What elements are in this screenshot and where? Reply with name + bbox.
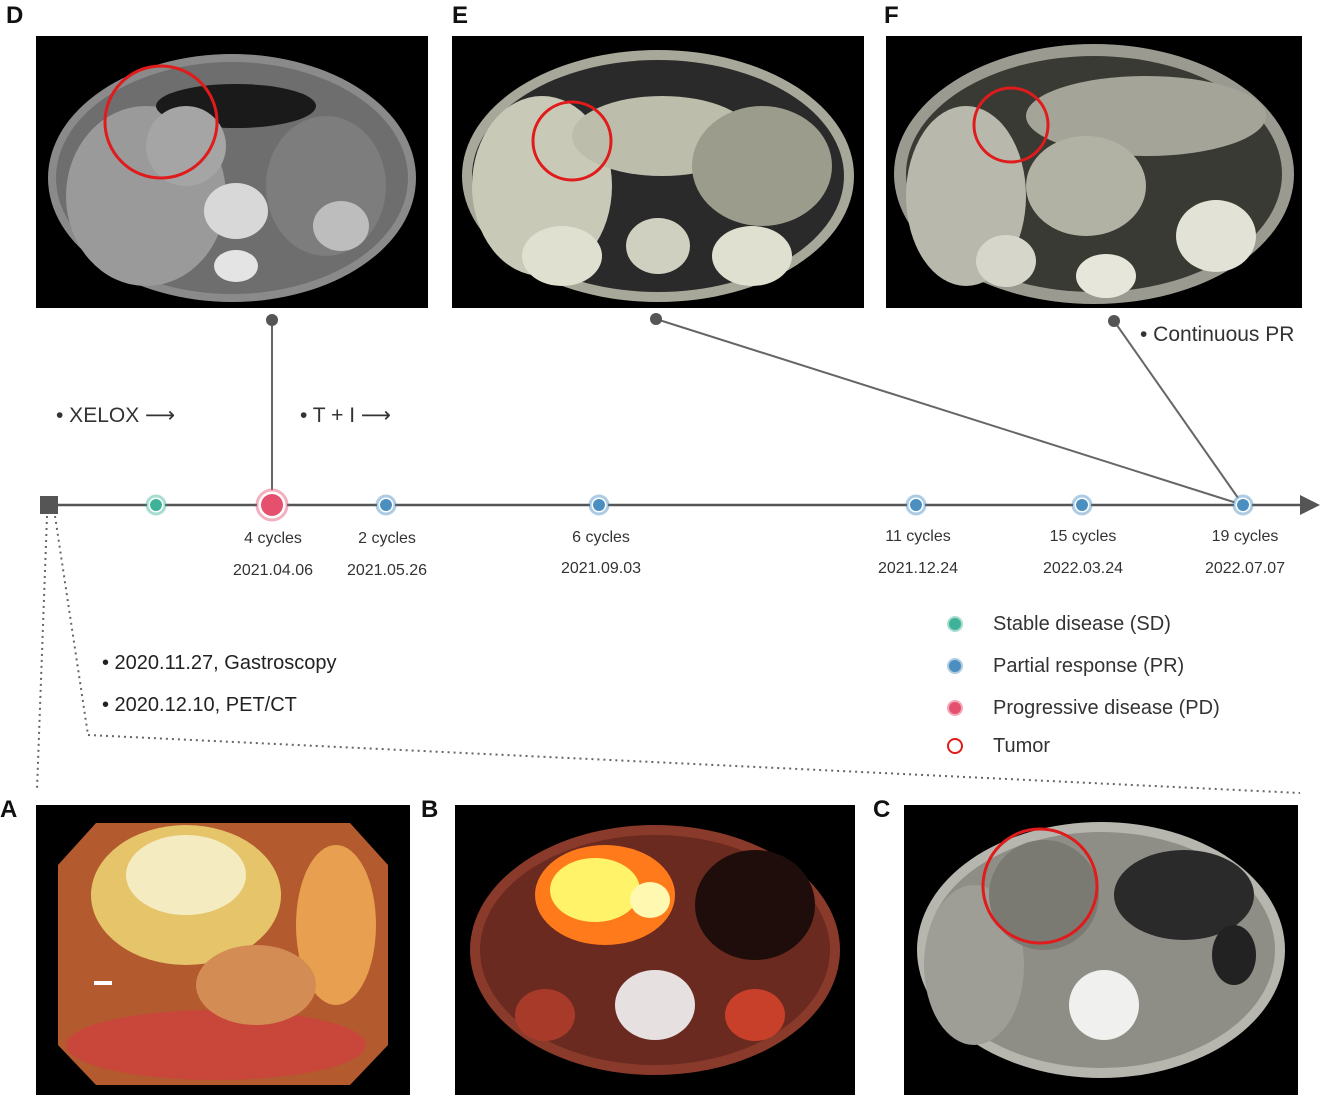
panel-letter-b: B <box>421 796 439 823</box>
timeline-marker-halo <box>255 488 289 522</box>
panel-letter-c: C <box>873 796 891 823</box>
timeline-date-label: 2021.04.06 <box>232 562 314 579</box>
ct-scan-panel-d <box>36 36 428 308</box>
panel-letter-a: A <box>0 796 18 823</box>
xelox-therapy-label: • XELOX ⟶ <box>56 404 176 427</box>
gastroscopy-panel-a <box>36 805 410 1095</box>
timeline-arrowhead-icon <box>1300 495 1320 515</box>
timeline-cycles-label: 11 cycles <box>885 528 951 545</box>
baseline-event-petct: • 2020.12.10, PET/CT <box>102 694 297 716</box>
timeline-cycles-label: 6 cycles <box>572 529 630 546</box>
timeline-marker-halo <box>145 494 167 516</box>
timeline-date-label: 2021.09.03 <box>560 560 642 577</box>
timeline-cycles-label: 15 cycles <box>1049 528 1117 545</box>
panel-letter-d: D <box>6 2 24 29</box>
ti-therapy-label: • T + I ⟶ <box>300 404 391 427</box>
timeline-marker-halo <box>1232 494 1254 516</box>
timeline-marker-pr <box>910 499 922 511</box>
timeline-marker-halo <box>588 494 610 516</box>
legend-item-pd: Progressive disease (PD) <box>947 693 1220 723</box>
timeline-marker-pr <box>593 499 605 511</box>
connector-f-dot <box>1108 315 1120 327</box>
timeline-date-label: 2022.03.24 <box>1042 560 1124 577</box>
timeline-cycles-label: 2 cycles <box>358 530 416 547</box>
legend-item-tumor: Tumor <box>947 731 1050 761</box>
pet-ct-panel-b <box>455 805 855 1095</box>
ct-scan-panel-e <box>452 36 864 308</box>
timeline-date-label: 2021.12.24 <box>877 560 959 577</box>
connector-f <box>1113 320 1244 506</box>
timeline-marker-pd <box>261 494 283 516</box>
legend-label-pr: Partial response (PR) <box>993 654 1185 677</box>
timeline-status-dots <box>145 488 1254 522</box>
ct-scan-panel-f <box>886 36 1302 308</box>
continuous-pr-label: • Continuous PR <box>1140 323 1295 346</box>
connector-e-dot <box>650 313 662 325</box>
timeline-marker-halo <box>375 494 397 516</box>
ct-scan-panel-c <box>904 805 1298 1095</box>
timeline-start-marker <box>40 496 58 514</box>
timeline-marker-halo <box>905 494 927 516</box>
legend-dot-sd <box>947 616 963 632</box>
legend-item-sd: Stable disease (SD) <box>947 609 1171 639</box>
zoom-line-bottom <box>87 734 1301 794</box>
timeline-marker-sd <box>150 499 162 511</box>
zoom-line-left <box>36 515 48 791</box>
legend-label-tumor: Tumor <box>993 734 1051 757</box>
timeline-cycles-label: 4 cycles <box>244 530 302 547</box>
timeline-marker-halo <box>1071 494 1093 516</box>
legend-tumor-circle-icon <box>947 738 963 754</box>
timeline-marker-pr <box>380 499 392 511</box>
legend-label-sd: Stable disease (SD) <box>993 612 1171 635</box>
legend-dot-pr <box>947 658 963 674</box>
timeline-date-label: 2021.05.26 <box>346 562 428 579</box>
timeline-marker-pr <box>1237 499 1249 511</box>
panel-letter-f: F <box>884 2 899 29</box>
connector-d-dot <box>266 314 278 326</box>
timeline-date-label: 2022.07.07 <box>1204 560 1286 577</box>
legend-label-pd: Progressive disease (PD) <box>993 696 1220 719</box>
panel-letter-e: E <box>452 2 469 29</box>
baseline-event-gastroscopy: • 2020.11.27, Gastroscopy <box>102 652 337 674</box>
legend-dot-pd <box>947 700 963 716</box>
timeline-cycles-label: 19 cycles <box>1211 528 1279 545</box>
legend-item-pr: Partial response (PR) <box>947 651 1184 681</box>
zoom-line-right <box>54 515 89 736</box>
timeline-marker-pr <box>1076 499 1088 511</box>
